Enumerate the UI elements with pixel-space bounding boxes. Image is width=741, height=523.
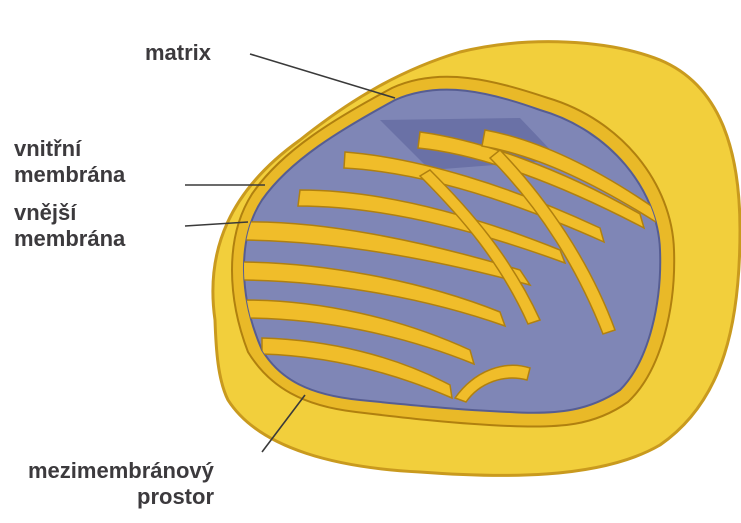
label-outer-membrane-line1: vnější: [14, 200, 76, 226]
label-inner-membrane-line1: vnitřní: [14, 136, 81, 162]
label-outer-membrane-line2: membrána: [14, 226, 125, 252]
label-matrix: matrix: [145, 40, 211, 66]
label-inner-membrane-line2: membrána: [14, 162, 125, 188]
label-intermembrane-line1: mezimembránový: [28, 458, 214, 484]
label-intermembrane-line2: prostor: [137, 484, 214, 510]
matrix-leader-line: [250, 54, 395, 98]
